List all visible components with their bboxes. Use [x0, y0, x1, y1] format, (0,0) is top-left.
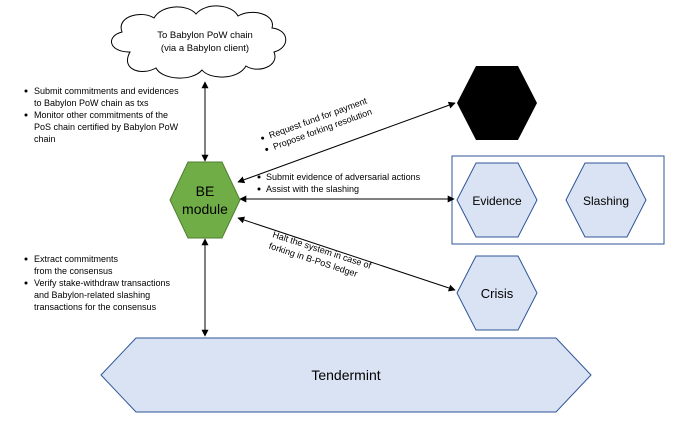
gov-label: Gov [485, 96, 509, 111]
crisis-label: Crisis [481, 286, 514, 301]
note-text: Submit evidence of adversarial actions [266, 172, 421, 182]
cloud-shape [111, 5, 287, 79]
note-text: Assist with the slashing [266, 184, 359, 194]
gov-shape [457, 66, 537, 140]
note-text: Verify stake-withdraw transactions [34, 278, 171, 288]
slashing-shape [565, 162, 647, 238]
connectors [201, 81, 456, 337]
note-text: chain [34, 134, 56, 144]
note-text: to Babylon PoW chain as txs [34, 98, 149, 108]
notes-crisis: Halt the system in case of forking in B-… [268, 229, 373, 279]
note-text: and Babylon-related slashing [34, 290, 150, 300]
tendermint-shape [100, 337, 592, 413]
crisis-shape [456, 255, 538, 331]
be-module-shape [169, 161, 241, 239]
bullet [24, 281, 28, 285]
slashing-module: Slashing [565, 162, 647, 238]
tendermint-label: Tendermint [311, 367, 380, 383]
bullet [265, 147, 269, 151]
tendermint-module: Tendermint [100, 337, 592, 413]
babylon-pow-cloud: To Babylon PoW chain (via a Babylon clie… [111, 5, 287, 79]
cloud-line-1: To Babylon PoW chain [157, 30, 253, 41]
notes-gov: Request fund for payment Propose forking… [261, 95, 373, 152]
bullet [24, 89, 28, 93]
evidence-label: Evidence [472, 194, 522, 208]
crisis-module: Crisis [456, 255, 538, 331]
cloud-line-2: (via a Babylon client) [161, 43, 249, 54]
arrow-be-gov [237, 101, 456, 184]
note-text: Monitor other commitments of the [34, 110, 168, 120]
bullet [257, 187, 261, 191]
bullet [261, 136, 265, 140]
note-text: from the consensus [34, 266, 113, 276]
notes-bottom-left: Extract commitments from the consensus V… [24, 254, 171, 312]
bullet [24, 113, 28, 117]
note-text: Submit commitments and evidences [34, 86, 179, 96]
be-module-line-2: module [182, 201, 228, 217]
bullet [24, 257, 28, 261]
gov-module: Gov [457, 66, 537, 140]
note-text: Extract commitments [34, 254, 119, 264]
be-module: BE module [169, 161, 241, 239]
notes-top-left: Submit commitments and evidences to Baby… [24, 86, 179, 144]
bullet [257, 175, 261, 179]
note-text: transactions for the consensus [34, 302, 157, 312]
notes-evidence: Submit evidence of adversarial actions A… [257, 172, 421, 194]
be-module-line-1: BE [196, 183, 215, 199]
evidence-shape [456, 162, 538, 238]
evidence-module: Evidence [456, 162, 538, 238]
slashing-label: Slashing [583, 194, 629, 208]
arrow-be-crisis [237, 216, 456, 292]
note-text: PoS chain certified by Babylon PoW [34, 122, 179, 132]
